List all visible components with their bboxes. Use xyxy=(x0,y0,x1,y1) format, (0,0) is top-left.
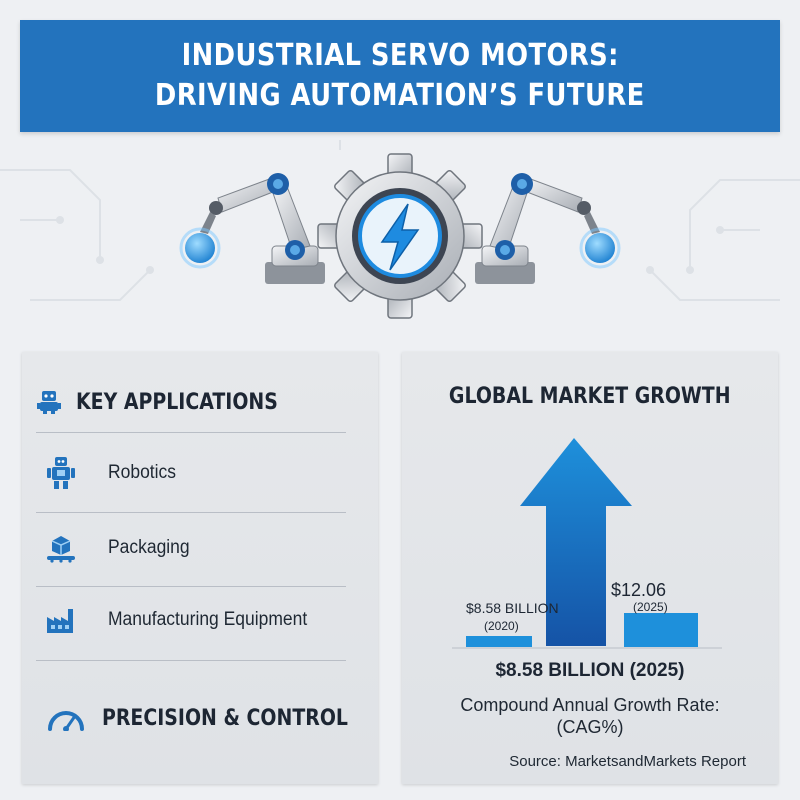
gear-icon xyxy=(317,153,483,319)
robot-arm-left-icon xyxy=(179,173,325,284)
divider xyxy=(36,660,346,661)
list-item-packaging: Packaging xyxy=(46,528,197,568)
lightning-bolt-icon xyxy=(380,203,420,271)
precision-control-label: PRECISION & CONTROL xyxy=(102,705,348,731)
bar-2020 xyxy=(466,636,532,647)
list-item-label: Robotics xyxy=(108,462,177,483)
page-title-line-2: DRIVING AUTOMATION’S FUTURE xyxy=(155,78,645,113)
gauge-icon xyxy=(48,711,84,731)
key-applications-header: KEY APPLICATIONS xyxy=(36,384,311,420)
cagr-line-2: (CAG%) xyxy=(556,717,624,737)
precision-control-row: PRECISION & CONTROL xyxy=(46,698,388,738)
source-citation: Source: MarketsandMarkets Report xyxy=(509,753,746,770)
cagr-caption: Compound Annual Growth Rate: (CAG%) xyxy=(402,694,778,738)
header-banner: INDUSTRIAL SERVO MOTORS: DRIVING AUTOMAT… xyxy=(20,20,780,132)
key-applications-title: KEY APPLICATIONS xyxy=(76,389,278,415)
growth-arrow xyxy=(520,438,632,646)
robot-icon xyxy=(37,391,61,414)
list-item-robotics: Robotics xyxy=(46,453,182,493)
bar-2020-value-label: $8.58 BILLION xyxy=(466,600,559,616)
market-growth-chart xyxy=(452,438,722,649)
list-item-label: Packaging xyxy=(108,537,190,558)
page-title-line-1: INDUSTRIAL SERVO MOTORS: xyxy=(181,38,619,73)
bar-2025 xyxy=(624,613,698,647)
list-item-manufacturing-equipment: Manufacturing Equipment xyxy=(46,600,325,640)
robot-arm-right-icon xyxy=(475,173,621,284)
divider xyxy=(36,512,346,513)
divider xyxy=(36,432,346,433)
bar-2025-value-label: $12.06 xyxy=(611,580,667,600)
bar-2020-year-label: (2020) xyxy=(484,619,519,633)
cagr-line-1: Compound Annual Growth Rate: xyxy=(460,695,720,715)
divider xyxy=(36,586,346,587)
robot-icon xyxy=(47,457,75,489)
hero-illustration xyxy=(179,153,621,319)
list-item-label: Manufacturing Equipment xyxy=(108,609,308,630)
conveyor-box-icon xyxy=(47,536,75,563)
factory-icon xyxy=(47,609,73,633)
market-growth-title: GLOBAL MARKET GROWTH xyxy=(449,384,731,409)
market-total-label: $8.58 BILLION (2025) xyxy=(495,660,685,681)
bar-2025-year-label: (2025) xyxy=(633,600,668,614)
key-applications-panel xyxy=(22,352,378,784)
